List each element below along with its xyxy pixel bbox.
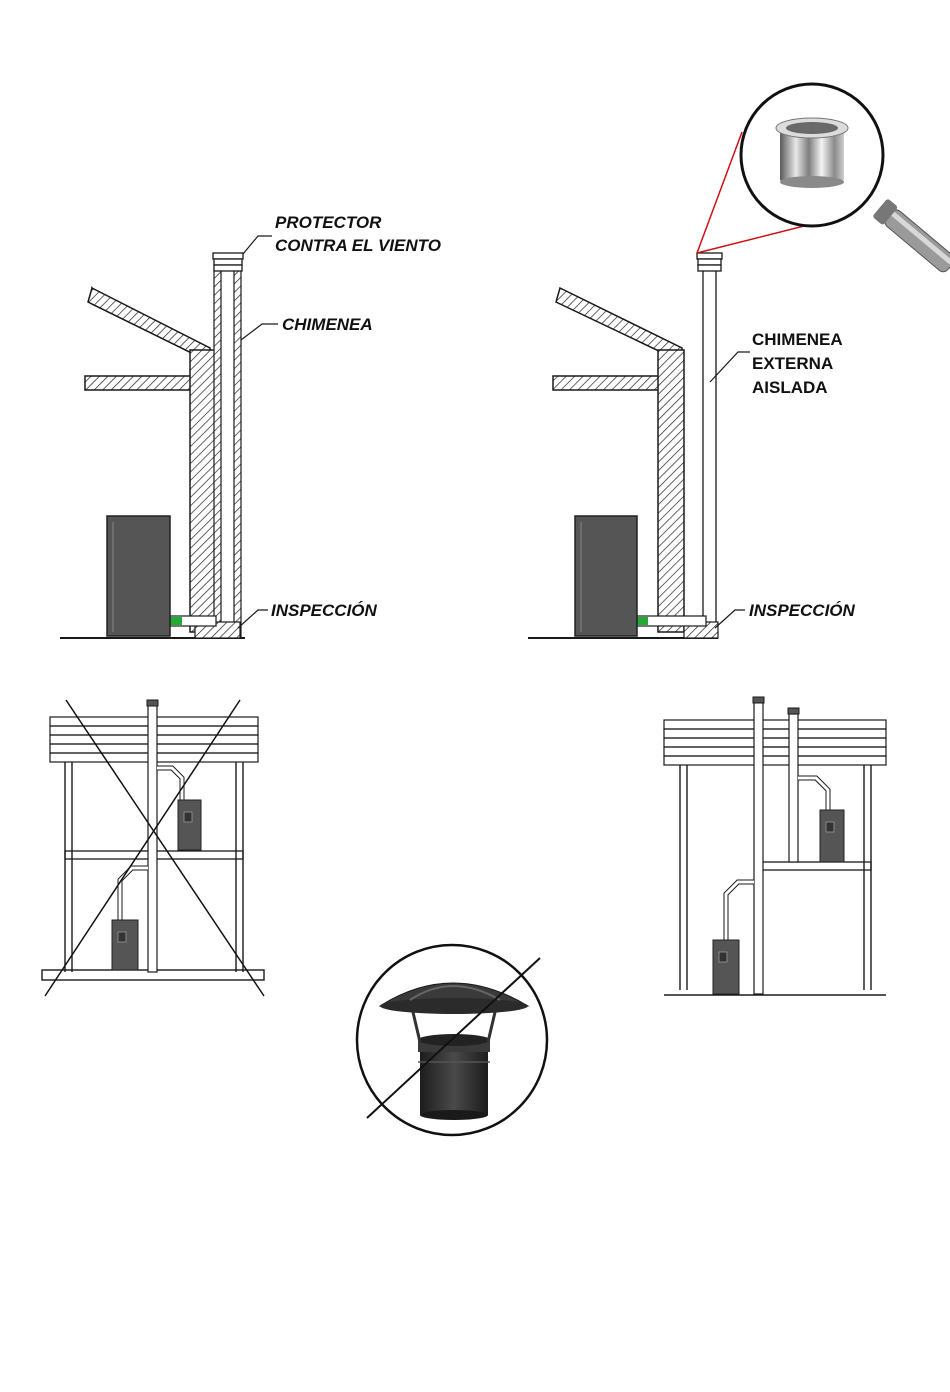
chimney-upper-stove [789, 714, 798, 862]
stove-icon [713, 940, 739, 994]
internal-chimney-diagram [60, 236, 278, 638]
floor-slab [85, 376, 195, 390]
chimney-top [788, 708, 799, 714]
wind-protector-ring [214, 259, 242, 265]
external-chimney-tube [703, 270, 716, 630]
incorrect-installation-diagram [42, 700, 264, 996]
roof-band [664, 720, 886, 729]
wind-protector-ring [698, 259, 721, 265]
prohibited-rain-cap-diagram [357, 945, 547, 1135]
wind-protector-base [698, 265, 721, 271]
wall [658, 350, 684, 632]
connector-green-band [170, 617, 182, 625]
stove-icon [575, 516, 637, 636]
stove-icon [112, 920, 138, 970]
wind-protector-cap [213, 253, 243, 259]
leader-wind-protector [243, 236, 272, 254]
label-chimney: CHIMENEA [282, 314, 373, 335]
leader-inspection [238, 610, 268, 628]
chimney-top [753, 697, 764, 703]
steel-wind-protector-icon [776, 118, 848, 188]
floor-slab [553, 376, 662, 390]
external-chimney-diagram [528, 84, 950, 638]
label-wind-protector-line1: PROTECTOR [275, 212, 381, 233]
correct-installation-diagram [664, 697, 886, 995]
leader-chimney [241, 324, 278, 340]
label-inspection: INSPECCIÓN [271, 600, 377, 621]
roof-band [664, 747, 886, 756]
label-external-chimney-line3: AISLADA [752, 377, 828, 398]
label-external-chimney-line2: EXTERNA [752, 353, 833, 374]
stove-icon [820, 810, 844, 862]
chimney-top [147, 700, 158, 706]
chimney-wall-left [214, 270, 221, 638]
zoom-line-top [697, 132, 742, 253]
roof-band [664, 738, 886, 747]
stove-icon [107, 516, 170, 636]
wind-protector-base [214, 265, 242, 271]
wind-protector-cap [697, 253, 722, 259]
magnifier-handle [872, 198, 950, 276]
roof-band [664, 729, 886, 738]
connector-green-band [636, 617, 648, 625]
leader-inspection [715, 610, 745, 628]
zoom-line-bottom [697, 225, 808, 253]
chimney-lower-stove [754, 702, 763, 994]
label-external-chimney-line1: CHIMENEA [752, 329, 843, 350]
chimney-wall-right [234, 270, 241, 638]
stove-icon [178, 800, 201, 850]
mid-floor [755, 862, 871, 870]
label-wind-protector-line2: CONTRA EL VIENTO [275, 235, 441, 256]
roof-band [664, 756, 886, 765]
label-inspection: INSPECCIÓN [749, 600, 855, 621]
wall [190, 350, 216, 632]
